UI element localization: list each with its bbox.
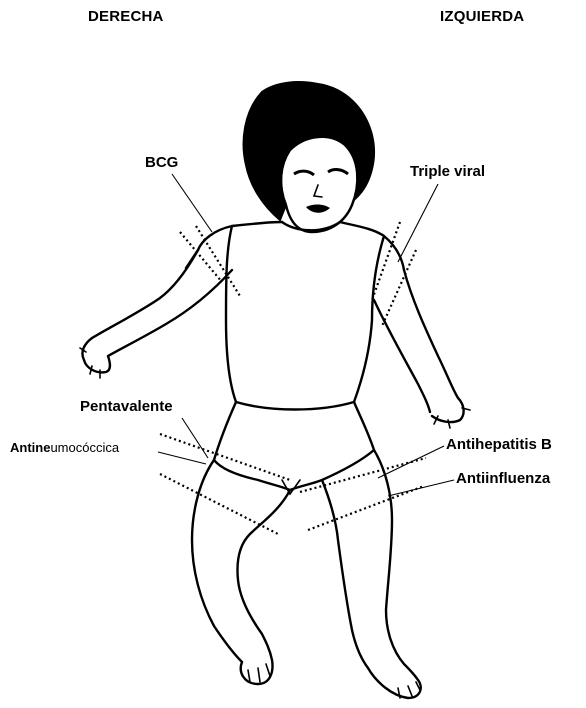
site-marker-triple-2 (382, 250, 416, 326)
baby-torso (186, 222, 404, 402)
vaccine-label-antineumococcica: Antineumocóccica (10, 440, 119, 455)
vaccine-label-pentavalente: Pentavalente (80, 398, 173, 415)
baby-mouth (306, 204, 330, 212)
baby-diaper (214, 402, 374, 490)
baby-nose (314, 185, 322, 197)
baby-leg-right (192, 460, 290, 684)
vaccine-label-antineumococcica-rest: umocóccica (50, 440, 119, 455)
vaccine-label-bcg: BCG (145, 154, 178, 171)
pointer-bcg (172, 174, 212, 232)
baby-foot-right-toes (248, 664, 270, 682)
vaccine-label-triple-viral: Triple viral (410, 163, 485, 180)
pointer-neumo (158, 452, 206, 464)
vaccine-label-antiinfluenza: Antiinfluenza (456, 470, 550, 487)
baby-arm-left (374, 270, 464, 422)
baby-eye-right (294, 171, 314, 175)
baby-eye-left (328, 170, 348, 174)
pointer-hepb (378, 446, 444, 478)
baby-face (281, 137, 357, 232)
pointer-penta (182, 418, 208, 458)
site-marker-triple-1 (372, 222, 400, 300)
baby-collar (282, 222, 340, 230)
pointer-triple (398, 184, 438, 262)
pointer-flu (388, 480, 454, 496)
baby-leg-left (322, 450, 421, 698)
vaccine-label-antihepatitis-b: Antihepatitis B (446, 436, 552, 453)
vaccine-label-antineumococcica-prefix: Antine (10, 440, 50, 455)
site-marker-flu-1 (308, 486, 424, 530)
baby-waist (236, 402, 354, 410)
site-marker-hepb-1 (300, 458, 426, 492)
